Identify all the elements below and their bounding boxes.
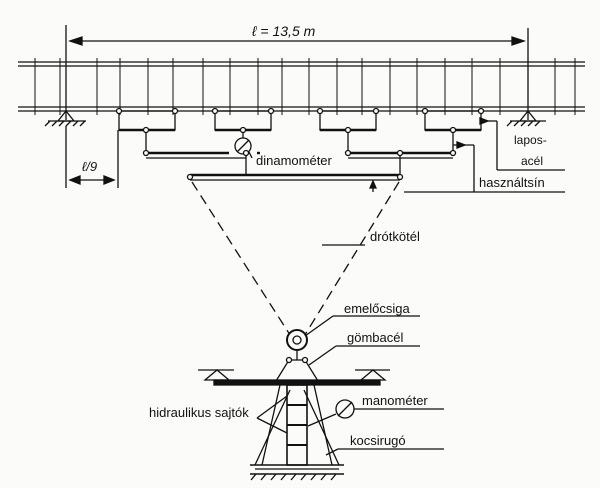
hydraulic-presses <box>254 384 340 466</box>
press-base <box>250 464 344 481</box>
press-leaders <box>256 395 288 434</box>
linkage-joints <box>115 107 485 181</box>
left-support <box>44 109 86 127</box>
lifting-pulley-label: emelőcsiga <box>344 301 410 316</box>
dynamometer-label: dinamométer <box>256 153 332 168</box>
used-rail-label: használtsín <box>479 175 545 190</box>
lifting-pulley <box>286 315 420 360</box>
right-leaders <box>369 117 565 193</box>
ball-steel-label: gömbacél <box>347 330 404 345</box>
load-distribution-linkage <box>118 110 482 181</box>
flat-steel-label-line2: acél <box>521 154 544 168</box>
right-support <box>506 109 546 127</box>
ninth-span-dimension <box>65 126 119 188</box>
girder <box>18 58 585 115</box>
wire-rope-label: drótkötél <box>370 229 420 244</box>
span-label: ℓ = 13,5 m <box>252 23 316 39</box>
wire-rope <box>191 181 400 339</box>
hydraulic-presses-label: hidraulikus sajtók <box>149 405 249 420</box>
flat-steel-label-line1: lapos- <box>514 133 547 147</box>
spring-leader <box>325 448 444 456</box>
crosshead <box>213 345 420 386</box>
dynamometer-symbol <box>234 137 252 155</box>
dynamometer-leader <box>248 151 253 159</box>
span-dimension <box>65 25 529 120</box>
manometer-label: manométer <box>362 393 428 408</box>
crosshead-supports <box>198 369 390 381</box>
manometer-symbol <box>307 399 444 427</box>
car-spring-label: kocsirugó <box>350 433 406 448</box>
ninth-span-label: ℓ/9 <box>82 159 98 174</box>
